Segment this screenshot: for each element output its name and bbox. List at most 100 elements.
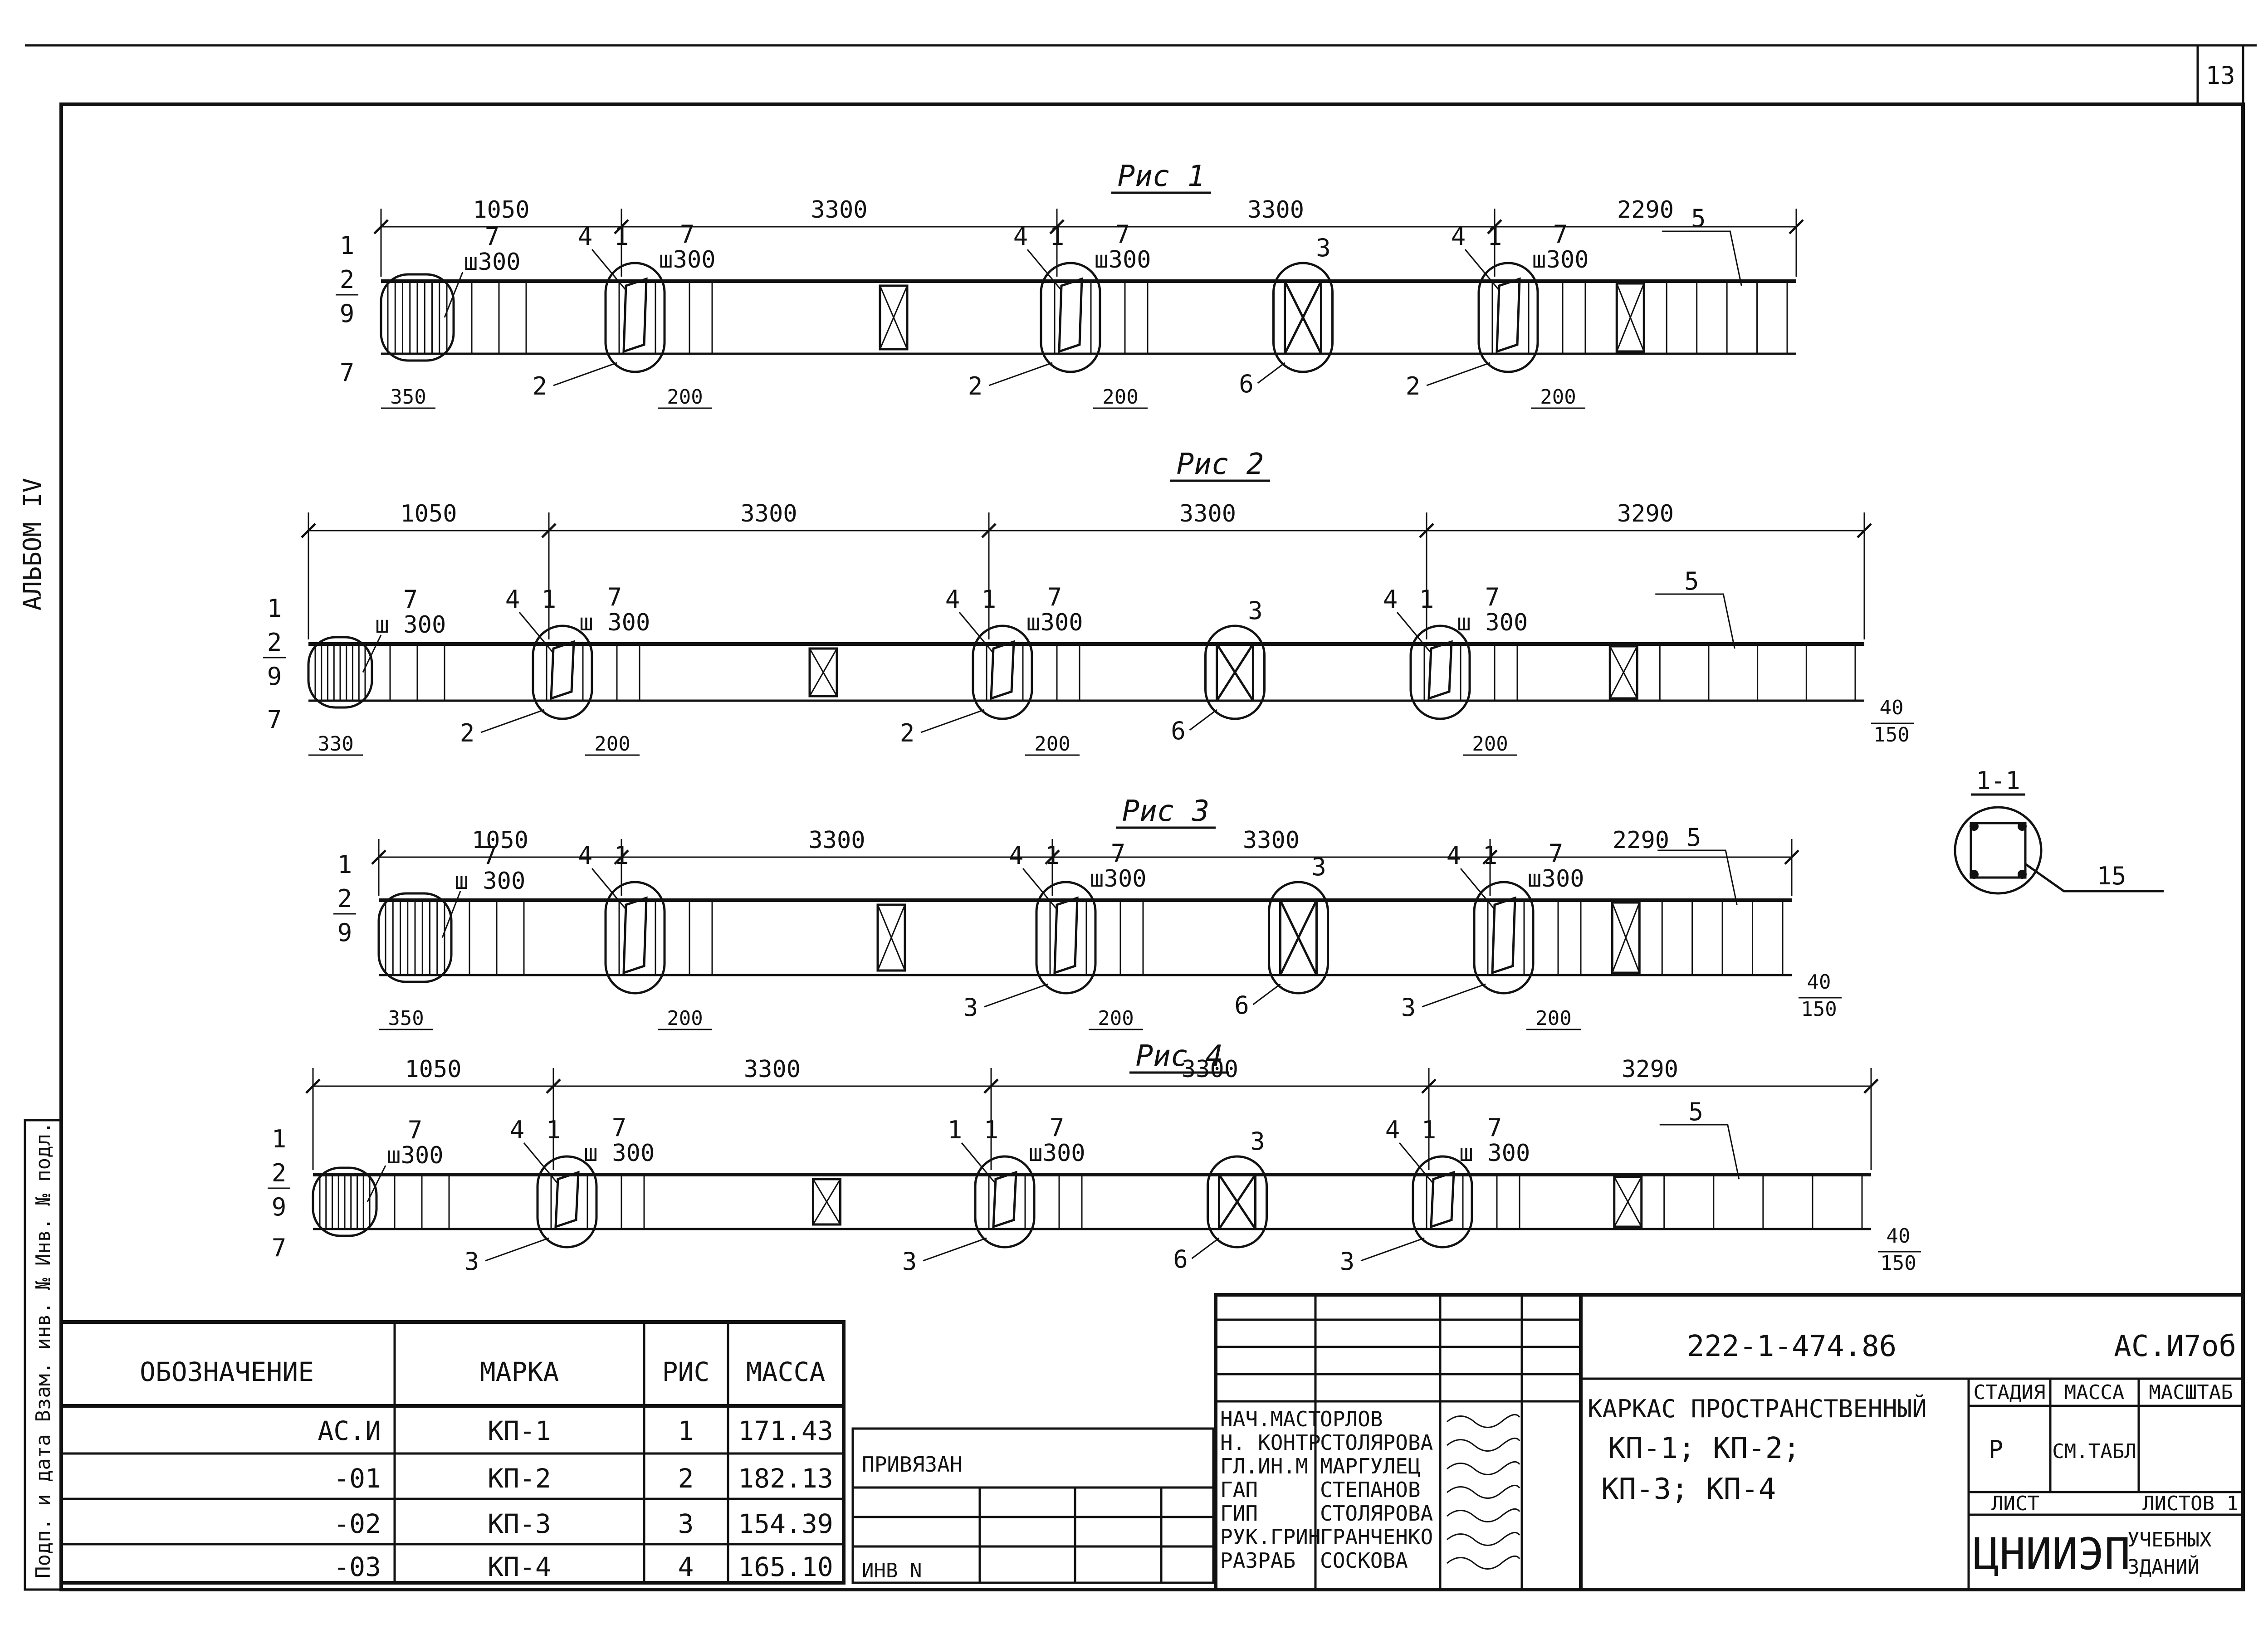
brace-cross <box>812 1179 841 1225</box>
tail-brace-cross <box>1611 902 1640 973</box>
org-sub-1: УЧЕБНЫХ <box>2127 1528 2212 1551</box>
inv-label: ИНВ N <box>862 1559 922 1582</box>
position-number: 7 <box>483 841 498 870</box>
leader-line <box>1464 249 1500 291</box>
dimension-value: 1050 <box>473 196 529 224</box>
section-mark: 1 <box>1487 222 1502 251</box>
position-number: 9 <box>267 662 282 691</box>
position-number: 1 <box>267 594 282 623</box>
mass-header: МАССА <box>2064 1381 2124 1404</box>
section-mark: 1 <box>614 841 629 870</box>
dimension-tick <box>1857 523 1872 538</box>
position-number: 4 <box>1385 1116 1400 1144</box>
figure-title: Рис 3 <box>1122 795 1210 828</box>
signature-scribble <box>1447 1414 1520 1428</box>
position-number: 7 <box>267 705 282 734</box>
position-number: 7 <box>1549 839 1564 868</box>
section-1-1: 1-1 15 <box>1954 766 2164 895</box>
position-number: 5 <box>1688 1097 1703 1126</box>
position-number: 7 <box>1111 839 1126 868</box>
leader-line <box>923 1237 987 1262</box>
rebar-dot <box>2018 870 2027 879</box>
detail-dimension: 200 <box>1098 1007 1134 1030</box>
scale-header: МАСШТАБ <box>2149 1381 2233 1404</box>
leader-line <box>1252 983 1281 1005</box>
joint-capsule <box>604 881 666 995</box>
position-number: 4 <box>945 585 960 614</box>
end-dimension: 150 <box>1801 998 1837 1021</box>
stirrup-spacing-note: ш300 <box>1094 246 1151 273</box>
end-dimension: 150 <box>1873 723 1909 746</box>
position-number: 9 <box>340 299 355 328</box>
spec-cell: КП-4 <box>488 1551 551 1582</box>
position-number: 2 <box>337 884 352 913</box>
stirrup-spacing-note: ш300 <box>1090 865 1146 893</box>
leader-line <box>362 634 382 673</box>
spec-cell: 1 <box>678 1415 694 1446</box>
position-number: 3 <box>1401 993 1416 1022</box>
leader-line <box>553 362 617 386</box>
sheet-code: АС.И7об <box>2114 1330 2236 1363</box>
position-number: 7 <box>403 585 418 614</box>
section-mark: 1 <box>542 585 557 614</box>
dimension-value: 3300 <box>1182 1056 1238 1083</box>
brace-cross <box>879 285 908 350</box>
position-number: 2 <box>340 265 355 294</box>
position-number: 6 <box>1239 370 1254 398</box>
leader-line <box>1422 983 1486 1008</box>
position-number: 7 <box>1487 1113 1502 1142</box>
side-stamp-text: Подп. и дата Взам. инв. № Инв. № подл. <box>32 1122 55 1578</box>
position-number: 5 <box>1686 823 1701 852</box>
signer-name: СТОЛЯРОВА <box>1320 1430 1433 1455</box>
detail-dimension: 200 <box>1535 1007 1571 1030</box>
position-number: 3 <box>1248 596 1263 625</box>
stirrup-spacing-note: ш300 <box>1527 865 1584 893</box>
dimension-tick <box>1419 523 1434 538</box>
sheets-label: ЛИСТОВ 1 <box>2142 1492 2239 1515</box>
joint-plate <box>622 277 648 353</box>
position-number: 2 <box>460 719 475 747</box>
stirrup-spacing-note: ш 300 <box>1459 1140 1530 1167</box>
joint-capsule <box>1035 881 1097 995</box>
tail-brace-box <box>1608 645 1638 700</box>
detail-dimension: 200 <box>1102 385 1138 409</box>
rebar-dot <box>1970 822 1979 831</box>
joint-capsule <box>604 262 666 373</box>
dimension-value: 1050 <box>400 500 457 527</box>
section-mark: 1 <box>1419 585 1434 614</box>
stage-header: СТАДИЯ <box>1974 1381 2046 1404</box>
end-dimension: 150 <box>1880 1252 1916 1275</box>
position-number: 4 <box>1009 841 1024 870</box>
position-number: 3 <box>902 1247 917 1276</box>
leader-line <box>441 891 461 938</box>
signature-scribble <box>1447 1508 1520 1522</box>
position-number: 1 <box>337 850 352 879</box>
brace-box <box>812 1178 841 1226</box>
position-number: 9 <box>272 1193 287 1221</box>
leader-line <box>1662 230 1742 286</box>
cross-brace-frame <box>1284 280 1322 355</box>
joint-capsule <box>1409 624 1471 720</box>
position-number: 7 <box>680 220 695 249</box>
position-number: 6 <box>1171 717 1186 745</box>
position-number: 2 <box>900 719 915 747</box>
position-number: 4 <box>1447 841 1461 870</box>
section-mark: 1 <box>614 222 629 251</box>
spec-cell: -03 <box>333 1551 381 1582</box>
sheet-label: ЛИСТ <box>1991 1492 2039 1515</box>
position-number: 7 <box>612 1113 627 1142</box>
stirrup-spacing-note: ш 300 <box>375 611 446 639</box>
position-number: 6 <box>1234 991 1249 1019</box>
position-number: 7 <box>607 583 622 611</box>
end-mesh-capsule <box>307 636 373 709</box>
leader-line <box>480 709 545 733</box>
cross-brace-frame <box>1218 1173 1256 1230</box>
spec-cell: КП-3 <box>488 1508 551 1539</box>
dimension-tick <box>1045 849 1060 865</box>
position-number: 2 <box>267 628 282 657</box>
figure-title: Рис 1 <box>1118 160 1205 193</box>
position-number: 4 <box>1451 222 1466 251</box>
